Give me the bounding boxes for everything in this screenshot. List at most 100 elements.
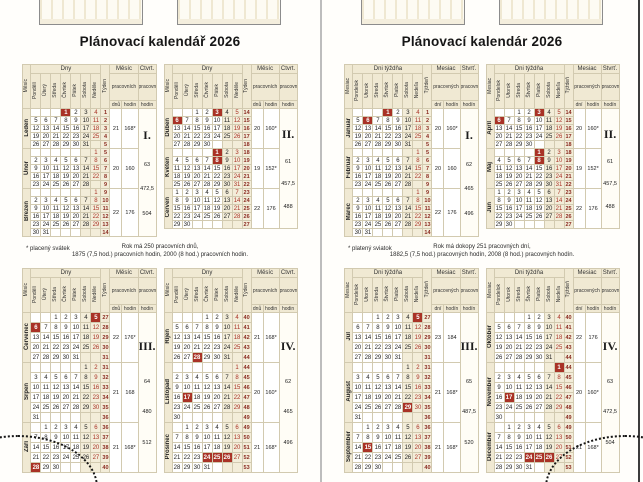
day-cell: 3 <box>40 156 52 165</box>
day-name-header: Piatok <box>392 73 404 109</box>
month-working-days: 20 <box>109 148 123 189</box>
day-cell: 20 <box>553 442 565 453</box>
day-name-header: Sobota <box>80 277 92 313</box>
quarter-numeral: I. <box>143 128 151 143</box>
day-cell: 14 <box>372 124 384 133</box>
day-cell: 26 <box>201 402 213 413</box>
day-cell: 1 <box>382 108 394 117</box>
day-cell: 30 <box>181 220 193 229</box>
day-cell: 10 <box>30 382 42 393</box>
day-cell: 24 <box>70 342 82 353</box>
week-number: 28 <box>100 322 111 333</box>
day-cell: 31 <box>70 352 82 363</box>
day-cell: 11 <box>90 116 102 125</box>
day-cell: 5 <box>412 312 424 323</box>
day-cell <box>533 220 545 229</box>
day-cell <box>181 148 193 157</box>
day-name-header: Pondělí <box>171 73 183 109</box>
day-cell <box>513 412 525 423</box>
day-name-header: Pondelok <box>352 73 364 109</box>
day-cell: 12 <box>382 164 394 173</box>
day-cell: 3 <box>221 312 233 323</box>
day-cell: 18 <box>50 172 62 181</box>
day-name-header: Čtvrtek <box>60 277 72 313</box>
day-cell: 25 <box>171 180 183 189</box>
day-cell: 24 <box>352 402 364 413</box>
day-cell: 22 <box>362 452 374 463</box>
days-unit-label: dnů <box>250 100 264 109</box>
day-cell: 2 <box>60 312 72 323</box>
day-cell <box>30 148 42 157</box>
day-cell: 9 <box>90 372 102 383</box>
week-number: 46 <box>563 382 574 393</box>
week-number: 40 <box>100 462 111 473</box>
day-cell <box>40 108 52 117</box>
day-cell: 12 <box>402 432 414 443</box>
day-cell: 12 <box>553 116 565 125</box>
day-cell: 1 <box>553 362 565 373</box>
day-cell <box>201 220 213 229</box>
month-working-days: 21 <box>250 422 264 473</box>
day-name-header: Piatok <box>533 73 545 109</box>
day-name-header: Pondělí <box>171 277 183 313</box>
day-cell: 6 <box>221 188 233 197</box>
day-cell: 5 <box>523 372 535 383</box>
day-cell: 8 <box>553 372 565 383</box>
day-cell: 5 <box>231 108 243 117</box>
day-cell <box>211 412 223 423</box>
day-cell <box>231 352 243 363</box>
month-name: Máj <box>485 148 495 189</box>
day-cell <box>382 462 394 473</box>
day-cell: 3 <box>362 156 374 165</box>
quarter-group-header: Štvrť. <box>459 64 479 74</box>
day-cell: 9 <box>352 204 364 213</box>
day-cell: 21 <box>201 172 213 181</box>
month-working-days: 22 <box>431 188 445 237</box>
day-cell: 8 <box>90 196 102 205</box>
quarter-hours-7-5: 472,5 <box>603 409 617 416</box>
day-cell: 4 <box>553 312 565 323</box>
day-cell <box>493 108 505 117</box>
month-working-hours: 160* <box>262 362 280 423</box>
day-cell <box>211 362 223 373</box>
day-cell: 17 <box>352 392 364 403</box>
hours-unit-label: hodín <box>584 100 602 109</box>
week-number: 49 <box>563 422 574 433</box>
month-column-header: Měsíc <box>22 268 32 313</box>
day-cell: 17 <box>543 332 555 343</box>
week-number: 29 <box>100 332 111 343</box>
day-cell: 3 <box>70 312 82 323</box>
day-cell: 22 <box>50 342 62 353</box>
day-cell: 7 <box>181 116 193 125</box>
day-cell: 28 <box>352 462 364 473</box>
day-cell: 31 <box>80 140 92 149</box>
paid-holiday-footnote: * placený svátek <box>26 246 70 252</box>
day-cell: 10 <box>523 432 535 443</box>
days-group-header: Dny <box>171 268 243 278</box>
week-number: 13 <box>422 220 433 229</box>
year-summary: Rok má dokopy 251 pracovných dní, 1882,5… <box>322 243 642 259</box>
day-cell: 19 <box>533 204 545 213</box>
day-cell: 2 <box>523 108 535 117</box>
hours-unit-label: hodín <box>443 304 461 313</box>
day-cell <box>70 412 82 423</box>
day-cell: 3 <box>533 108 545 117</box>
day-cell: 10 <box>362 204 374 213</box>
day-cell: 19 <box>493 342 505 353</box>
page-edge-fragment <box>361 0 465 25</box>
days-unit-label: dní <box>572 100 586 109</box>
day-cell: 22 <box>191 132 203 141</box>
day-cell: 29 <box>362 462 374 473</box>
day-cell: 29 <box>171 220 183 229</box>
day-cell: 26 <box>372 402 384 413</box>
working-label: pracovních <box>137 277 157 305</box>
day-cell: 4 <box>543 108 555 117</box>
week-number: 36 <box>100 412 111 423</box>
